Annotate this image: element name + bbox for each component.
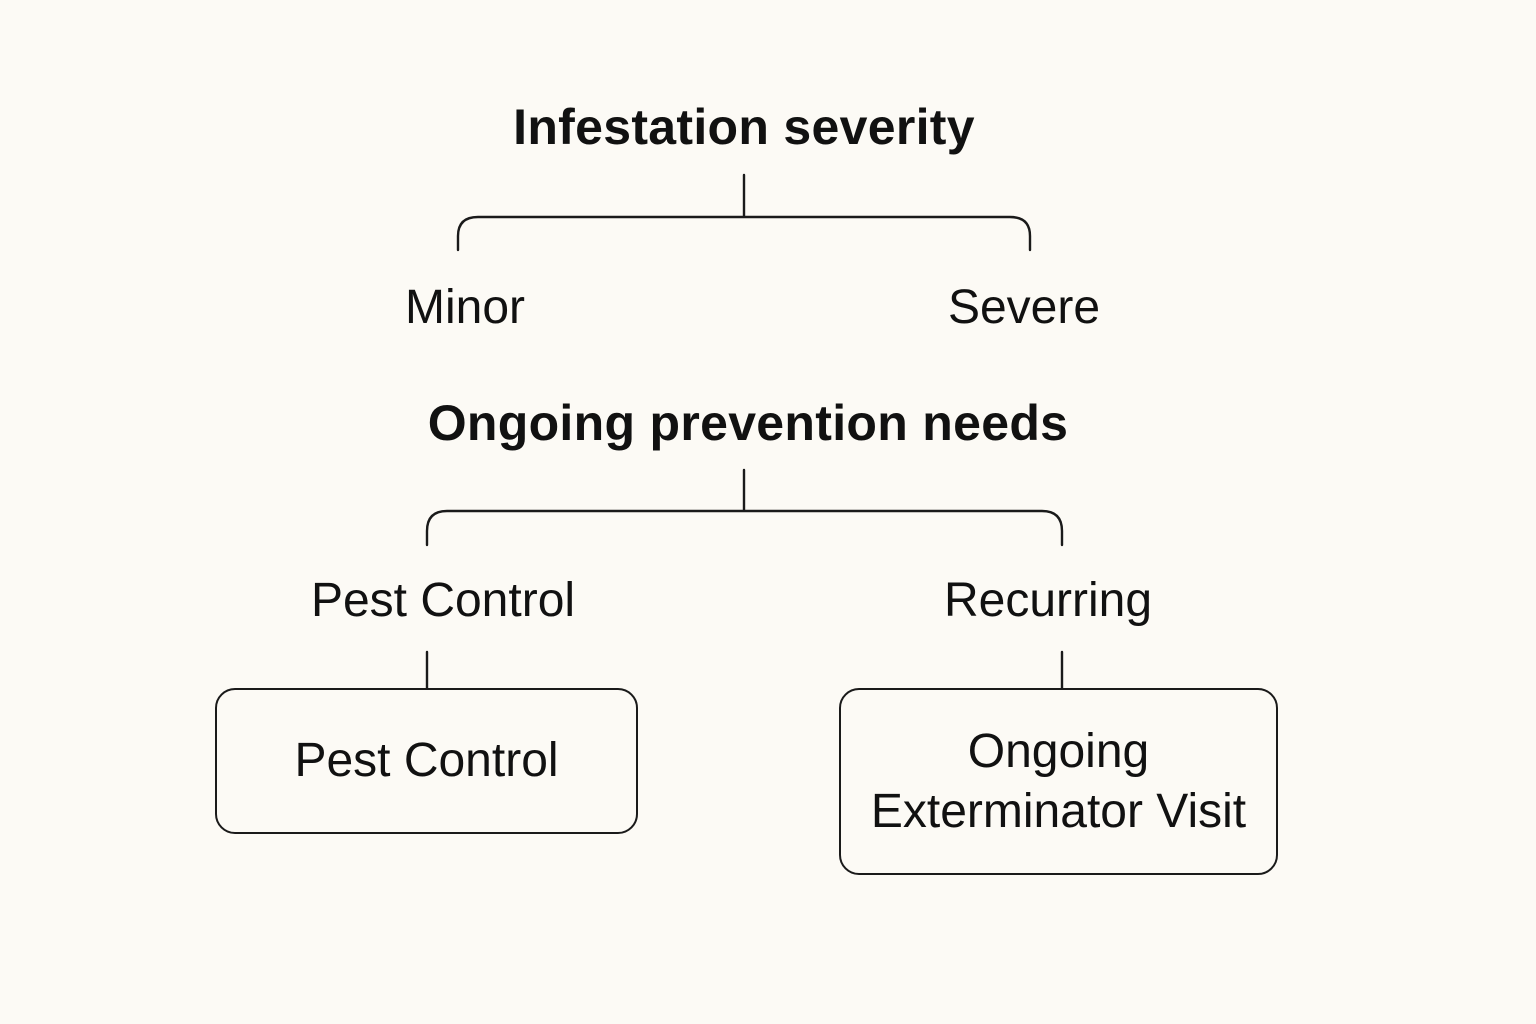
infestation-severity-heading: Infestation severity xyxy=(513,99,975,155)
minor-branch-label: Minor xyxy=(404,281,526,334)
ongoing-prevention-heading: Ongoing prevention needs xyxy=(427,395,1069,451)
exterminator-visit-outcome-box: Ongoing Exterminator Visit xyxy=(839,688,1278,875)
pest-control-outcome-text: Pest Control xyxy=(294,734,559,787)
pest-control-outcome-box: Pest Control xyxy=(215,688,638,834)
exterminator-outcome-line-2: Exterminator Visit xyxy=(870,784,1247,838)
pest-control-branch-label: Pest Control xyxy=(310,574,576,627)
recurring-branch-label: Recurring xyxy=(943,574,1153,627)
prevention-bracket-line xyxy=(425,509,1064,547)
severe-branch-label: Severe xyxy=(947,281,1101,334)
severity-bracket-line xyxy=(456,215,1032,252)
exterminator-outcome-line-1: Ongoing xyxy=(967,724,1150,778)
